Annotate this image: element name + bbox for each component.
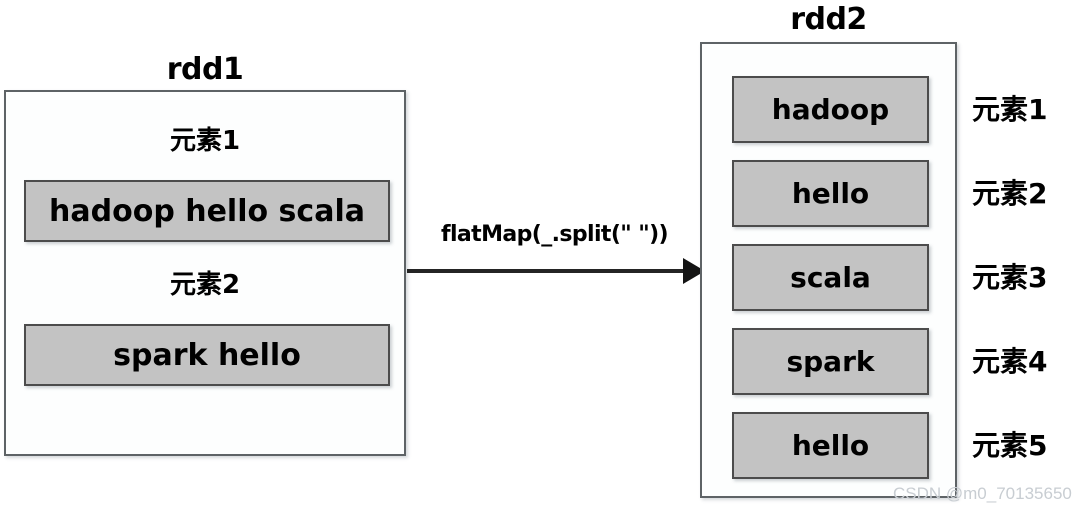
watermark: CSDN @m0_70135650	[893, 484, 1072, 503]
rdd1-element-caption-2: 元素2	[169, 270, 241, 300]
rdd1-title: rdd1	[166, 52, 244, 87]
arrow-shaft	[407, 269, 687, 273]
transformation-arrow: flatMap(_.split(" "))	[407, 222, 705, 284]
rdd2-cell-4: spark	[732, 328, 929, 395]
rdd2-cell-3: scala	[732, 244, 929, 311]
rdd2-side-label-5: 元素5	[972, 429, 1048, 462]
rdd2-side-label-2: 元素2	[972, 177, 1048, 210]
rdd2-cell-2: hello	[732, 160, 929, 227]
rdd2-cell-5: hello	[732, 412, 929, 479]
rdd2-container: hadoop hello scala spark hello	[700, 42, 957, 498]
arrow-head-icon	[683, 258, 705, 284]
rdd1-element-caption-1: 元素1	[169, 126, 241, 156]
rdd1-container: 元素1 hadoop hello scala 元素2 spark hello	[4, 90, 406, 456]
rdd2-side-label-3: 元素3	[972, 261, 1048, 294]
rdd2-side-label-1: 元素1	[972, 93, 1048, 126]
rdd2-title: rdd2	[790, 2, 867, 37]
transformation-label: flatMap(_.split(" "))	[441, 222, 669, 247]
rdd2-side-label-4: 元素4	[972, 345, 1048, 378]
rdd1-cell-1: hadoop hello scala	[24, 180, 390, 242]
rdd1-cell-2: spark hello	[24, 324, 390, 386]
rdd2-cell-1: hadoop	[732, 76, 929, 143]
